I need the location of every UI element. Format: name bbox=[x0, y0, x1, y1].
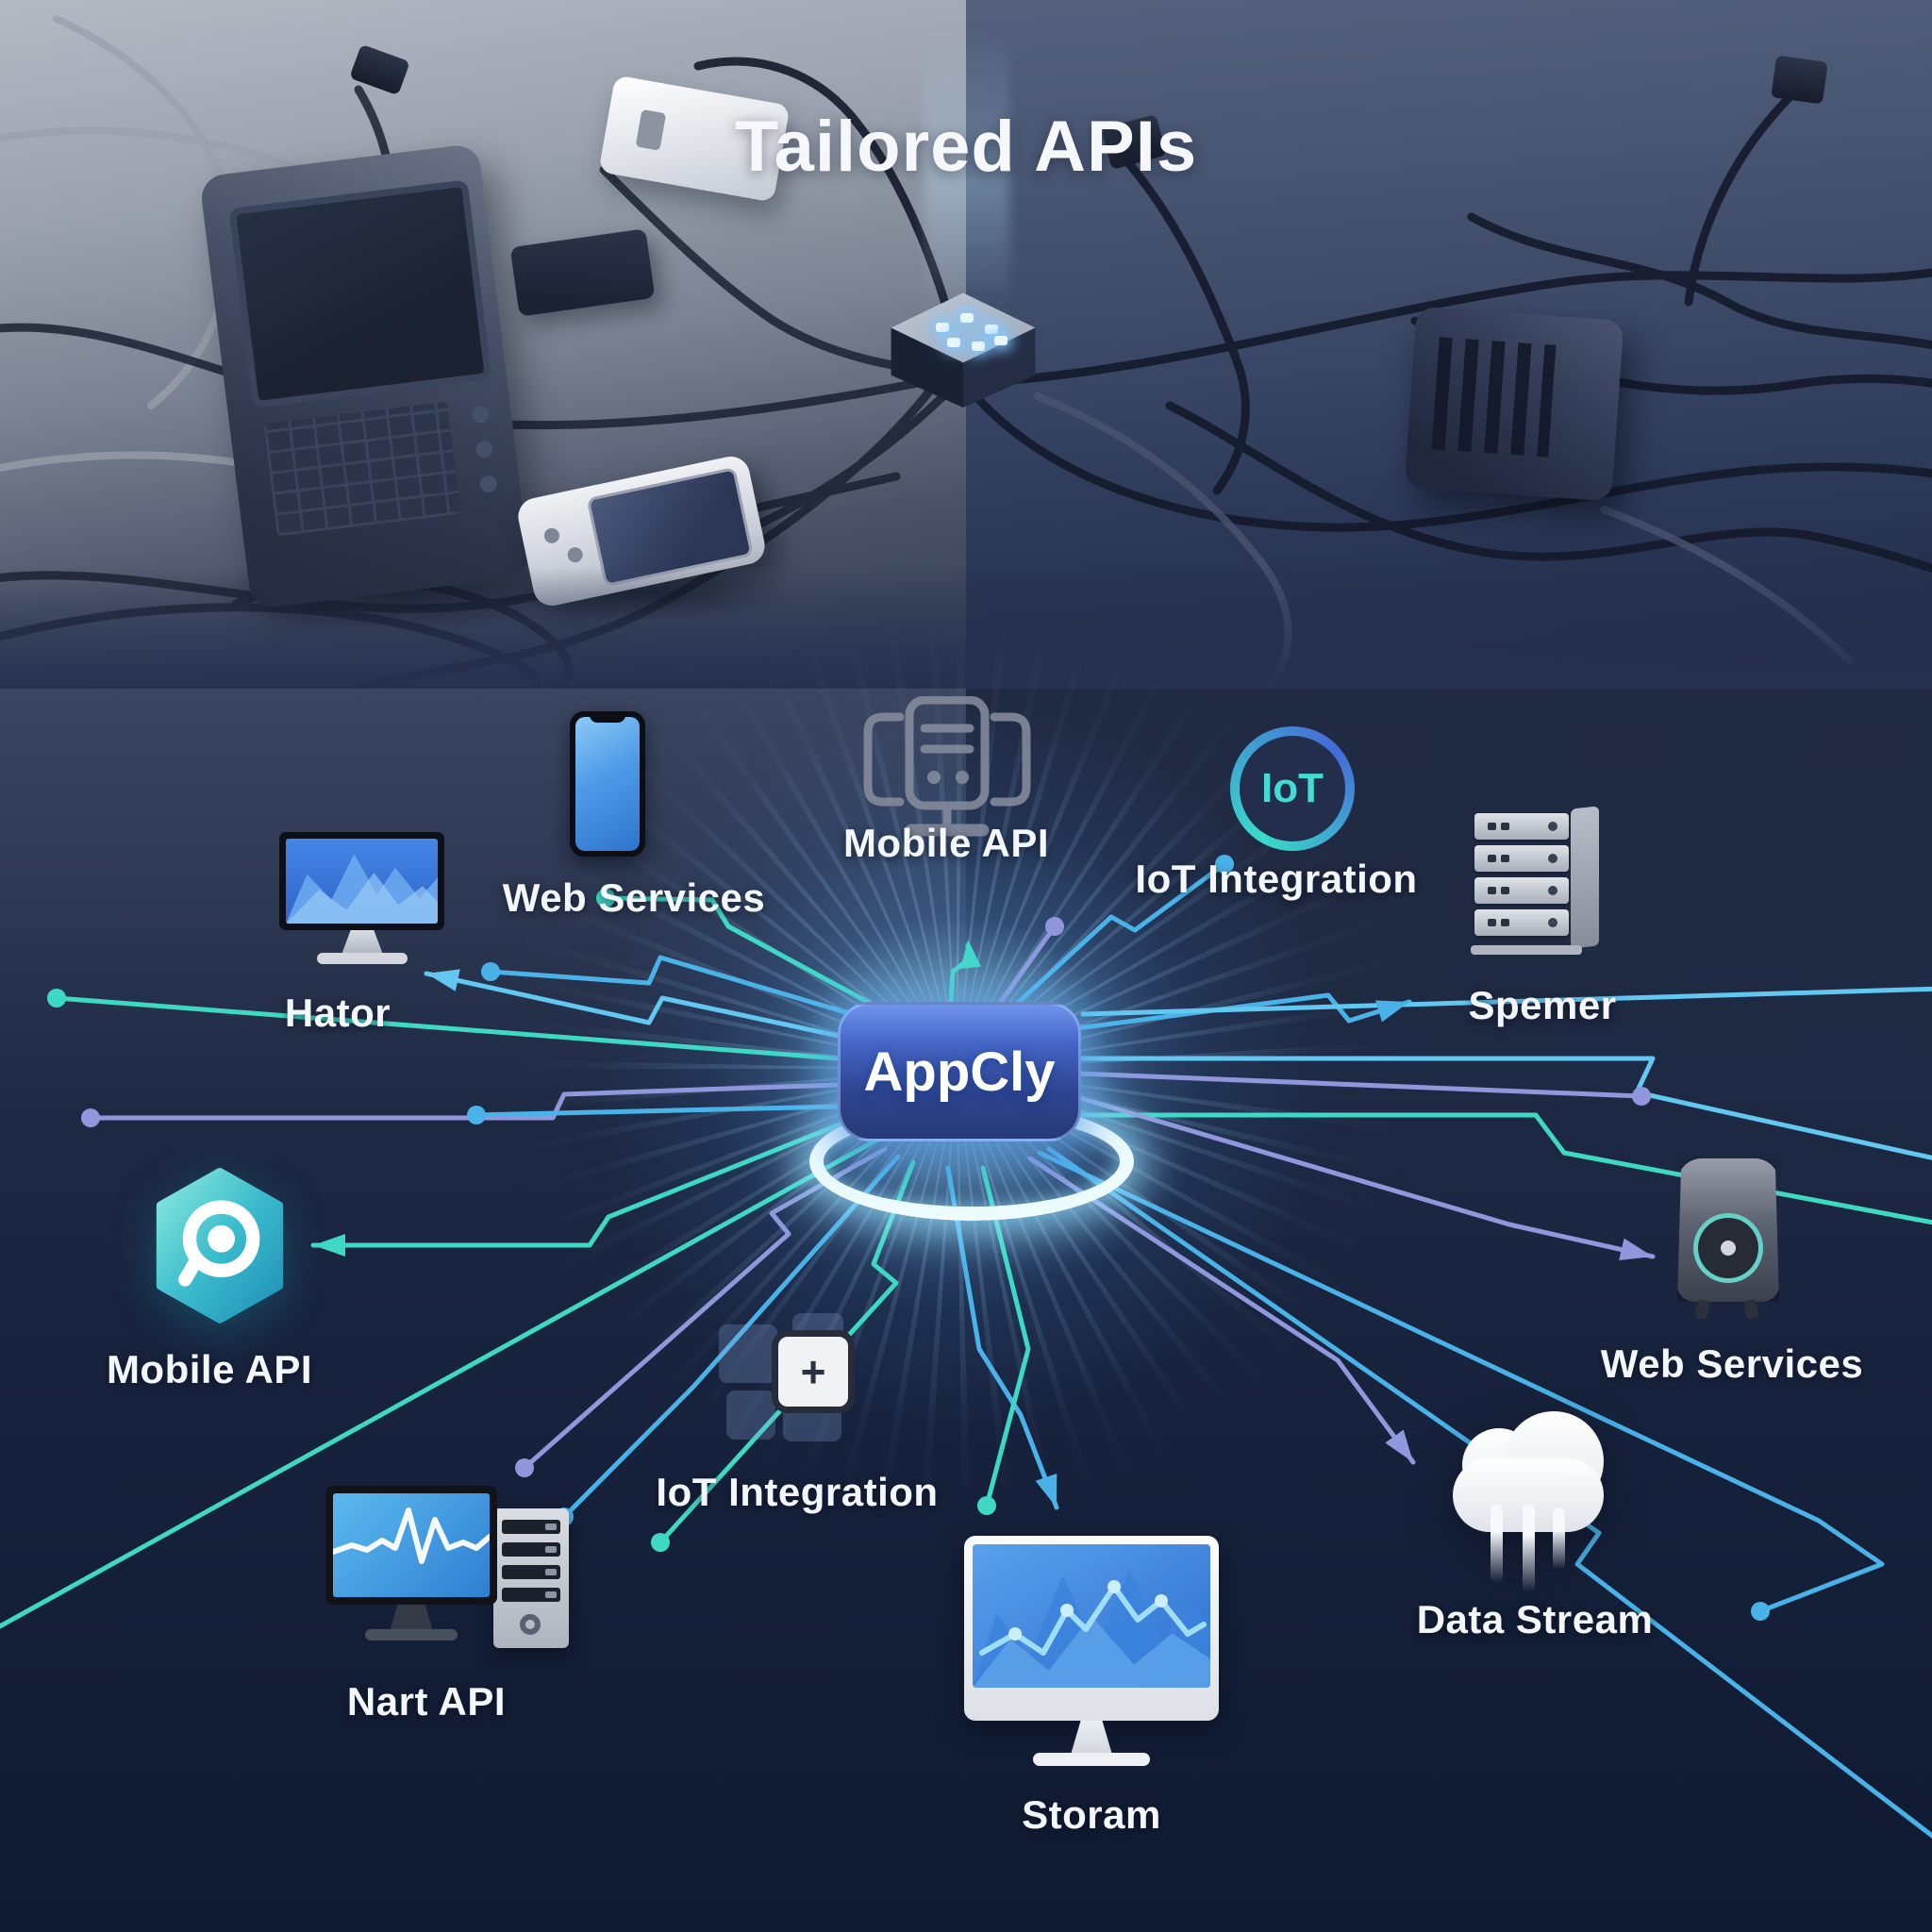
terminal-screen bbox=[228, 179, 492, 408]
node-label-storam: Storam bbox=[1022, 1792, 1161, 1837]
node-label-iot-integration-top: IoT Integration bbox=[1135, 857, 1418, 901]
smart-speaker-icon bbox=[1675, 1158, 1781, 1326]
node-label-mobile-api-left: Mobile API bbox=[106, 1347, 313, 1391]
node-label-nart-api: Nart API bbox=[346, 1679, 507, 1724]
node-label-iot-integration-center: IoT Integration bbox=[656, 1470, 939, 1514]
imac-chart-icon bbox=[964, 1536, 1219, 1772]
api-hub-diagram: AppCly Web Services Mobile API IoT bbox=[0, 526, 1932, 1932]
power-brick-vents bbox=[1431, 337, 1557, 458]
iot-ring-text: IoT bbox=[1261, 765, 1324, 811]
circuit-traces bbox=[0, 855, 1932, 1839]
smartphone-icon bbox=[570, 711, 645, 857]
power-brick-device bbox=[1404, 306, 1624, 502]
hexagon-target-icon bbox=[156, 1168, 284, 1324]
monitor-mountains-icon bbox=[279, 832, 444, 966]
hub-label: AppCly bbox=[863, 1041, 1056, 1103]
plus-glyph: + bbox=[800, 1347, 826, 1396]
node-label-web-services-right: Web Services bbox=[1600, 1341, 1864, 1386]
terminal-keypad bbox=[263, 401, 461, 537]
iot-ring-icon: IoT bbox=[1230, 726, 1355, 851]
node-label-hator: Hator bbox=[284, 991, 391, 1035]
puzzle-plus-icon: + bbox=[719, 1313, 860, 1447]
node-label-mobile-api-top: Mobile API bbox=[842, 821, 1050, 865]
device-scene: Tailored APIs bbox=[0, 0, 1932, 698]
node-label-web-services-top: Web Services bbox=[502, 875, 766, 920]
node-label-spemer: Spemer bbox=[1468, 983, 1617, 1027]
trace-arrows bbox=[313, 940, 1653, 1507]
cloud-stream-icon bbox=[1441, 1411, 1619, 1592]
server-rack-icon bbox=[1471, 806, 1599, 955]
light-beam bbox=[924, 28, 1009, 311]
hub-appcly: AppCly bbox=[838, 1002, 1081, 1141]
terminal-outline-icon bbox=[863, 696, 1031, 837]
retro-terminal-device bbox=[198, 142, 532, 610]
node-label-data-stream: Data Stream bbox=[1416, 1597, 1654, 1641]
charger-slot bbox=[635, 109, 666, 151]
page-title: Tailored APIs bbox=[734, 107, 1198, 187]
led-hub-device bbox=[877, 283, 1049, 408]
plus-tile: + bbox=[772, 1330, 855, 1413]
workstation-icon bbox=[325, 1486, 569, 1663]
cable-connector bbox=[1771, 55, 1828, 105]
